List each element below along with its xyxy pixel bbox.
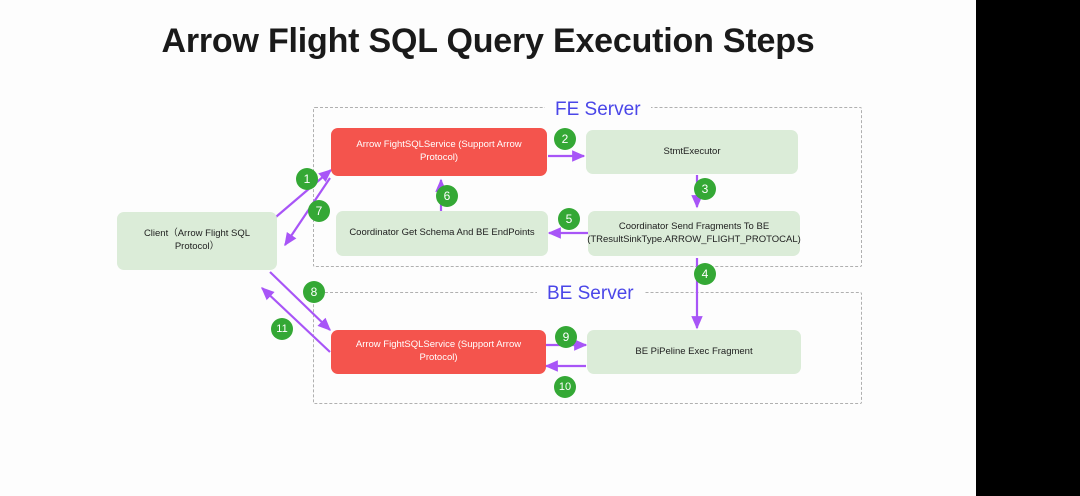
node-be-pipeline-exec-fragment-label: BE PiPeline Exec Fragment: [635, 345, 753, 357]
step-badge-6: 6: [436, 185, 458, 207]
node-be-pipeline-exec-fragment[interactable]: BE PiPeline Exec Fragment: [587, 330, 801, 374]
page-title: Arrow Flight SQL Query Execution Steps: [161, 22, 815, 60]
step-badge-7: 7: [308, 200, 330, 222]
right-letterbox-bar: [976, 0, 1080, 496]
node-be-flight-service[interactable]: Arrow FightSQLService (Support Arrow Pro…: [331, 330, 546, 374]
node-fe-flight-service[interactable]: Arrow FightSQLService (Support Arrow Pro…: [331, 128, 547, 176]
node-coordinator-send-fragments-line1: Coordinator Send Fragments To BE: [618, 220, 770, 232]
node-client[interactable]: Client（Arrow Flight SQL Protocol）: [117, 212, 277, 270]
step-badge-9: 9: [555, 326, 577, 348]
fe-server-label: FE Server: [545, 99, 651, 121]
step-badge-8: 8: [303, 281, 325, 303]
step-badge-10: 10: [554, 376, 576, 398]
node-stmt-executor[interactable]: StmtExecutor: [586, 130, 798, 174]
node-coordinator-send-fragments[interactable]: Coordinator Send Fragments To BE (TResul…: [587, 211, 801, 256]
step-badge-11: 11: [271, 318, 293, 340]
step-badge-5: 5: [558, 208, 580, 230]
node-client-label: Client（Arrow Flight SQL Protocol）: [143, 228, 251, 252]
be-server-label: BE Server: [537, 283, 644, 305]
node-coordinator-get-schema[interactable]: Coordinator Get Schema And BE EndPoints: [336, 211, 548, 256]
node-fe-flight-service-label: Arrow FightSQLService (Support Arrow Pro…: [356, 139, 522, 163]
node-be-flight-service-label: Arrow FightSQLService (Support Arrow Pro…: [355, 339, 522, 363]
step-badge-3: 3: [694, 178, 716, 200]
node-stmt-executor-label: StmtExecutor: [663, 145, 721, 157]
step-badge-1: 1: [296, 168, 318, 190]
node-coordinator-send-fragments-line2: (TResultSinkType.ARROW_FLIGHT_PROTOCAL): [587, 233, 801, 245]
node-coordinator-get-schema-label: Coordinator Get Schema And BE EndPoints: [349, 227, 535, 239]
step-badge-4: 4: [694, 263, 716, 285]
step-badge-2: 2: [554, 128, 576, 150]
